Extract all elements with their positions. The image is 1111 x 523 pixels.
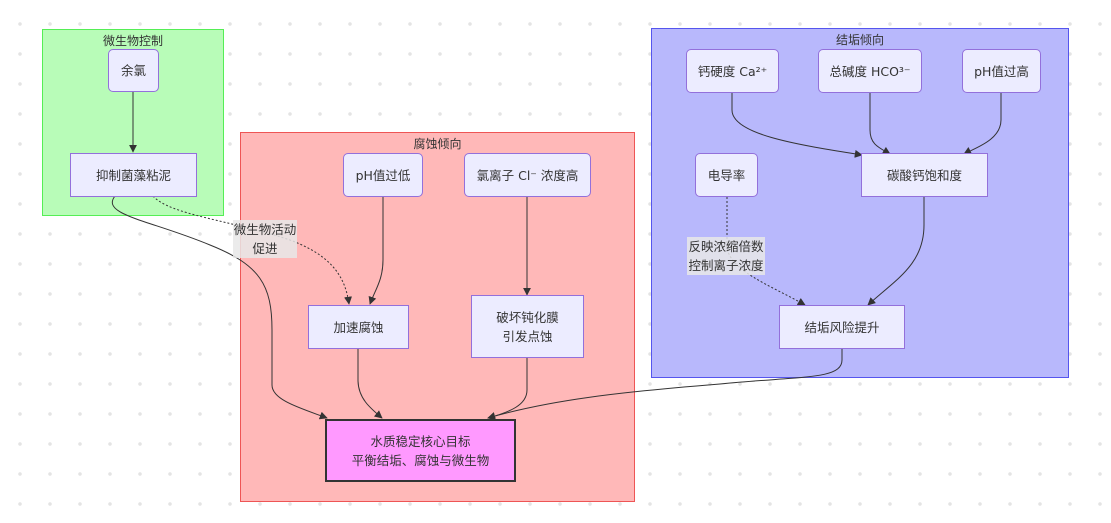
edge-label-conductivity-note: 反映浓缩倍数 控制离子浓度 (687, 237, 765, 275)
node-break-passive-film[interactable]: 破坏钝化膜 引发点蚀 (471, 295, 584, 358)
cluster-title: 结垢倾向 (835, 33, 884, 47)
node-conductivity[interactable]: 电导率 (695, 153, 758, 197)
edge-inhibit-to-core (112, 195, 328, 420)
node-label: 电导率 (707, 167, 746, 183)
edge-phlow-to-accelerate (368, 196, 384, 305)
node-label: 加速腐蚀 (333, 319, 384, 335)
cluster-title: 腐蚀倾向 (413, 137, 462, 151)
node-total-alkalinity[interactable]: 总碱度 HCO³⁻ (818, 49, 922, 93)
node-ph-too-low[interactable]: pH值过低 (343, 153, 423, 197)
node-label: 结垢风险提升 (804, 319, 880, 335)
edge-calcium-to-saturation (731, 92, 863, 158)
node-residual-chlorine[interactable]: 余氯 (108, 49, 159, 92)
node-chloride-high[interactable]: 氯离子 Cl⁻ 浓度高 (464, 153, 591, 197)
node-calcium-hardness[interactable]: 钙硬度 Ca²⁺ (686, 49, 779, 93)
edge-phhigh-to-saturation (963, 92, 1002, 155)
node-scaling-risk[interactable]: 结垢风险提升 (779, 305, 905, 349)
node-label: pH值过高 (974, 63, 1029, 79)
node-ph-too-high[interactable]: pH值过高 (962, 49, 1041, 93)
node-inhibit-algae-slime[interactable]: 抑制菌藻粘泥 (70, 153, 197, 197)
node-core-goal[interactable]: 水质稳定核心目标 平衡结垢、腐蚀与微生物 (325, 419, 516, 482)
node-caco3-saturation[interactable]: 碳酸钙饱和度 (861, 153, 988, 197)
node-accelerate-corrosion[interactable]: 加速腐蚀 (308, 305, 409, 349)
edge-alkalinity-to-saturation (869, 92, 891, 155)
node-label: 水质稳定核心目标 平衡结垢、腐蚀与微生物 (351, 433, 490, 468)
node-label: 氯离子 Cl⁻ 浓度高 (476, 167, 579, 183)
node-label: 钙硬度 Ca²⁺ (697, 63, 768, 79)
cluster-title: 微生物控制 (102, 34, 163, 48)
node-label: 总碱度 HCO³⁻ (829, 63, 911, 79)
edge-risk-to-core (487, 349, 843, 420)
edge-saturation-to-risk (867, 197, 925, 306)
node-label: 抑制菌藻粘泥 (95, 167, 171, 183)
node-label: 碳酸钙饱和度 (886, 167, 962, 183)
node-label: pH值过低 (355, 167, 411, 183)
node-label: 破坏钝化膜 引发点蚀 (496, 309, 559, 344)
edge-accelerate-to-core (357, 349, 383, 419)
node-label: 余氯 (120, 63, 146, 78)
edge-label-microbial-promote: 微生物活动 促进 (233, 220, 297, 258)
